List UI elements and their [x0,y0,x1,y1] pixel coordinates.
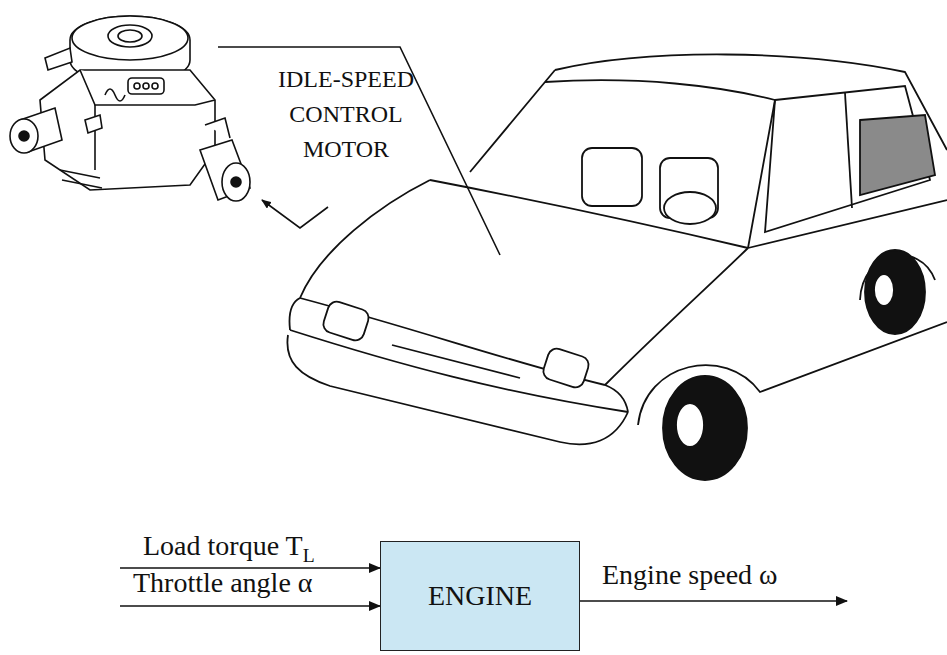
leader-line [218,47,500,255]
callout-label: IDLE-SPEED CONTROL MOTOR [278,62,414,167]
node-text: ENGINE [428,580,532,612]
signal-label-holder: Engine speed ω [602,558,778,592]
signal-label: Engine speed ω [602,558,778,592]
signal-label: Load torque TL [143,529,315,567]
subscript: L [303,545,315,566]
signal-label-holder: Throttle angle α [133,566,313,600]
process-box: ENGINE [380,541,580,651]
signal-label-holder: Load torque TL [143,529,315,567]
signal-label: Throttle angle α [133,566,313,600]
label-part: Load torque T [143,530,303,561]
callout-label-holder: IDLE-SPEED CONTROL MOTOR [278,62,414,167]
carburetor-drawing [10,16,250,201]
